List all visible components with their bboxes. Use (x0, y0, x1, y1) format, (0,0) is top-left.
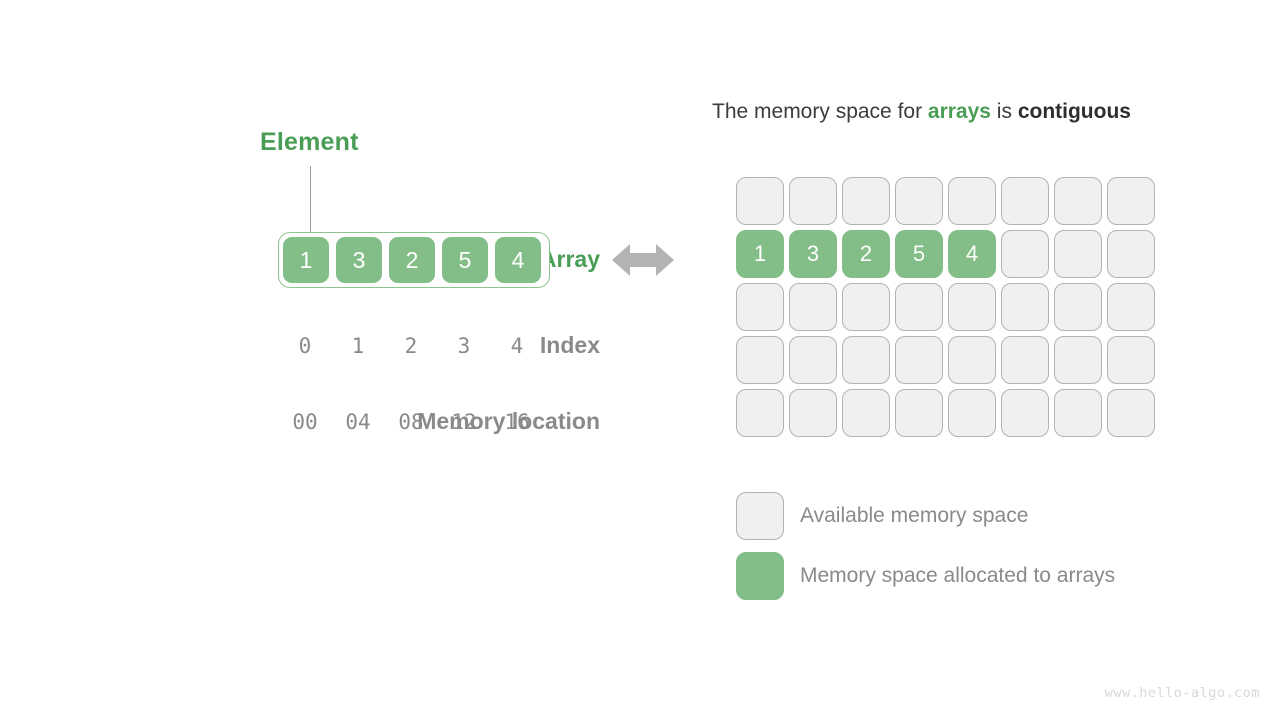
memory-cell-free (1107, 177, 1155, 225)
memory-cell-free (948, 177, 996, 225)
memory-grid-row (736, 177, 1155, 225)
index-value: 3 (457, 334, 471, 358)
memory-title-highlight-contiguous: contiguous (1017, 100, 1131, 123)
memory-cell-free (895, 283, 943, 331)
memory-title-part1: The memory space for (712, 100, 928, 123)
memory-location-value: 08 (398, 410, 424, 434)
legend-label: Available memory space (800, 504, 1029, 527)
memory-title-highlight-arrays: arrays (927, 100, 991, 123)
memory-cell-allocated: 5 (895, 230, 943, 278)
memory-cell-free (1001, 230, 1049, 278)
array-cell: 3 (336, 237, 382, 283)
index-value: 4 (510, 334, 524, 358)
memory-cell-free (789, 283, 837, 331)
memory-cell-free (736, 177, 784, 225)
memory-cell-free (789, 336, 837, 384)
memory-cell-free (948, 283, 996, 331)
memory-title: The memory space for arrays is contiguou… (712, 100, 1131, 124)
double-arrow-horizontal-icon (612, 244, 674, 276)
memory-cell-allocated: 2 (842, 230, 890, 278)
memory-location-value: 00 (292, 410, 318, 434)
memory-grid-row (736, 283, 1155, 331)
memory-cell-free (1001, 389, 1049, 437)
index-row-label: Index (539, 332, 600, 358)
memory-cell-free (789, 389, 837, 437)
element-callout-label: Element (260, 128, 359, 156)
memory-location-value-row: 00 04 08 12 16 (278, 408, 550, 436)
array-cell: 2 (389, 237, 435, 283)
memory-grid-row (736, 336, 1155, 384)
memory-cell-free (1054, 230, 1102, 278)
memory-cell-free (1054, 283, 1102, 331)
memory-cell-free (842, 389, 890, 437)
memory-cell-free (1054, 336, 1102, 384)
legend-row: Available memory space (736, 492, 1115, 540)
legend-swatch-free-icon (736, 492, 784, 540)
memory-title-part2: is (990, 100, 1018, 123)
memory-cell-allocated: 1 (736, 230, 784, 278)
watermark: www.hello-algo.com (1104, 685, 1260, 701)
memory-location-value: 04 (345, 410, 371, 434)
memory-cell-free (895, 389, 943, 437)
memory-cell-free (1001, 336, 1049, 384)
memory-layout-panel: The memory space for arrays is contiguou… (700, 0, 1280, 720)
legend-label: Memory space allocated to arrays (800, 564, 1116, 587)
index-value: 1 (351, 334, 365, 358)
index-value: 2 (404, 334, 418, 358)
memory-cell-free (736, 389, 784, 437)
memory-cell-free (842, 336, 890, 384)
memory-cell-free (948, 389, 996, 437)
element-leader-line (310, 166, 311, 234)
memory-cell-allocated: 4 (948, 230, 996, 278)
memory-cell-free (948, 336, 996, 384)
array-cell: 4 (495, 237, 541, 283)
memory-cell-free (736, 283, 784, 331)
array-cell: 1 (283, 237, 329, 283)
index-value-row: 0 1 2 3 4 (278, 332, 550, 360)
array-cell: 5 (442, 237, 488, 283)
memory-cell-free (1107, 283, 1155, 331)
memory-grid-row (736, 389, 1155, 437)
index-value: 0 (298, 334, 312, 358)
memory-cell-free (842, 177, 890, 225)
memory-cell-free (1107, 230, 1155, 278)
legend-swatch-allocated-icon (736, 552, 784, 600)
memory-location-value: 12 (451, 410, 477, 434)
memory-cell-free (1107, 336, 1155, 384)
memory-location-row-label: Memory location (417, 408, 600, 434)
memory-cell-free (895, 177, 943, 225)
memory-cell-free (1107, 389, 1155, 437)
memory-cell-free (1054, 389, 1102, 437)
memory-cell-free (842, 283, 890, 331)
legend-row: Memory space allocated to arrays (736, 552, 1115, 600)
memory-cell-allocated: 3 (789, 230, 837, 278)
memory-cell-free (1001, 177, 1049, 225)
memory-cell-free (1001, 283, 1049, 331)
memory-cell-free (789, 177, 837, 225)
memory-location-value: 16 (504, 410, 530, 434)
memory-cell-free (736, 336, 784, 384)
memory-cell-free (895, 336, 943, 384)
memory-cell-free (1054, 177, 1102, 225)
